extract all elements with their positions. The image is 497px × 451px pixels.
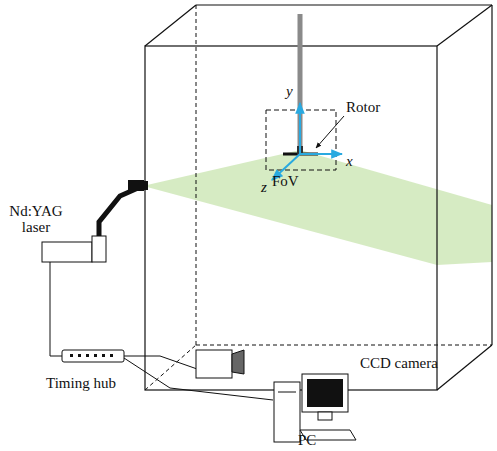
ccd-camera	[196, 350, 244, 378]
wires	[50, 262, 62, 356]
device-label: Nd:YAG laser	[6, 204, 66, 236]
device-label: CCD camera	[360, 356, 438, 372]
rotor-assembly	[300, 153, 342, 155]
water-tank	[196, 4, 492, 5]
water-tank	[437, 5, 492, 46]
axis-label: x	[346, 154, 353, 170]
ccd-camera	[232, 350, 244, 374]
laser	[99, 188, 138, 236]
water-tank	[145, 345, 196, 390]
laser	[92, 236, 106, 262]
water-tank	[196, 5, 197, 345]
timing-hub	[86, 354, 89, 357]
pc	[274, 374, 356, 442]
pc	[274, 382, 300, 442]
timing-hub	[94, 354, 97, 357]
timing-hub	[78, 354, 81, 357]
water-tank	[437, 345, 492, 390]
wires	[124, 356, 200, 370]
rotor-assembly	[299, 103, 301, 154]
water-tank	[145, 5, 196, 46]
part-label: Rotor	[346, 100, 380, 116]
pc	[302, 374, 348, 412]
water-tank	[491, 5, 492, 345]
laser	[42, 242, 92, 262]
water-tank	[196, 345, 492, 346]
laser	[128, 180, 144, 191]
pc	[318, 412, 332, 420]
timing-hub	[70, 354, 73, 357]
light-sheet	[147, 150, 492, 265]
pc	[307, 379, 343, 407]
timing-hub	[70, 354, 113, 357]
water-tank	[145, 46, 437, 390]
axis-label: y	[286, 84, 293, 100]
rotor-assembly	[266, 14, 344, 180]
ccd-camera	[196, 350, 232, 378]
timing-hub	[62, 350, 124, 362]
device-label: PC	[298, 433, 316, 449]
region-label: FoV	[272, 174, 299, 190]
rotor-assembly	[316, 116, 344, 148]
timing-hub	[110, 354, 113, 357]
laser	[42, 180, 148, 262]
timing-hub	[102, 354, 105, 357]
timing-hub	[62, 350, 124, 362]
device-label: Timing hub	[46, 376, 116, 392]
water-tank	[145, 5, 492, 390]
pc	[278, 392, 296, 393]
laser	[144, 181, 148, 190]
axis-label: z	[261, 180, 267, 196]
